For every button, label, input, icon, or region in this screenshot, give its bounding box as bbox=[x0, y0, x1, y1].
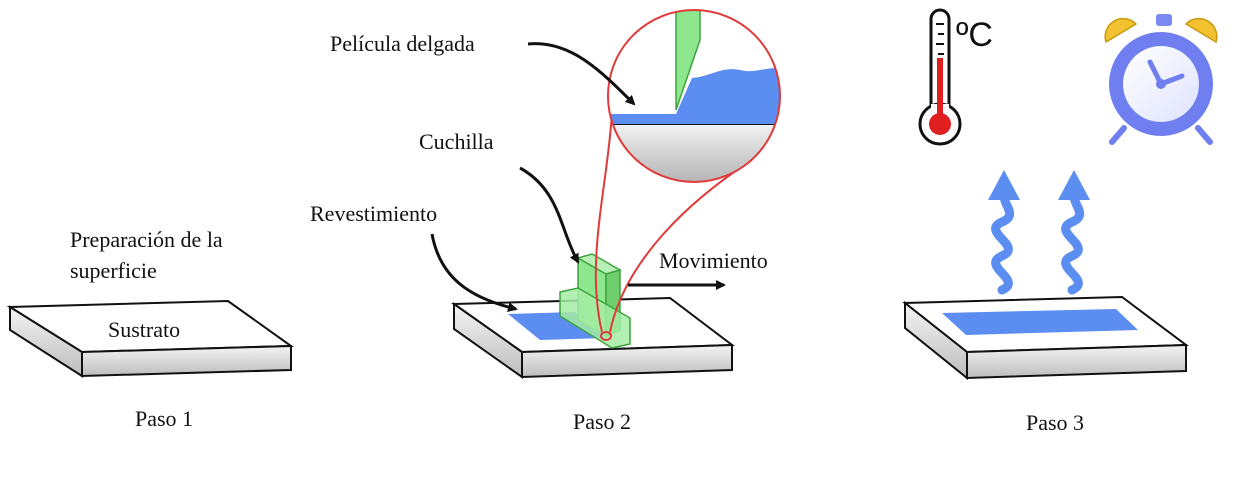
magnifier-line-left bbox=[594, 111, 613, 333]
step2-caption: Paso 2 bbox=[573, 409, 631, 434]
blade-base bbox=[559, 287, 631, 349]
magnified-blade bbox=[675, 10, 701, 111]
thin-film-label: Película delgada bbox=[330, 31, 475, 56]
blade-label: Cuchilla bbox=[419, 129, 494, 154]
magnified-coating bbox=[608, 67, 780, 124]
substrate-front-face bbox=[521, 343, 733, 379]
substrate-label: Sustrato bbox=[108, 317, 180, 342]
coating-label: Revestimiento bbox=[310, 201, 437, 226]
magnifier-line-right bbox=[609, 159, 753, 333]
substrate-block-3 bbox=[902, 295, 1189, 381]
substrate-block-1 bbox=[6, 299, 295, 378]
magnified-substrate bbox=[608, 124, 780, 182]
step2-group: Película delgada Cuchilla Revestimiento … bbox=[310, 9, 781, 434]
thermometer-icon bbox=[918, 8, 962, 146]
step3-group: ºC Paso 3 bbox=[902, 8, 1218, 435]
blade-arrow bbox=[519, 166, 580, 264]
step1-caption: Paso 1 bbox=[135, 406, 193, 431]
magnifier-focus-ring bbox=[600, 331, 612, 341]
temperature-unit-label: ºC bbox=[956, 16, 993, 54]
substrate-front-face bbox=[81, 344, 292, 378]
thin-film-arrow bbox=[527, 42, 636, 106]
dried-coating-layer bbox=[942, 309, 1138, 335]
step1-group: Preparación de la superficie Sustrato Pa… bbox=[6, 227, 295, 431]
blade bbox=[559, 253, 631, 349]
substrate-block-2 bbox=[450, 296, 735, 379]
magnifier-circle bbox=[607, 9, 781, 183]
alarm-clock-icon bbox=[1104, 14, 1218, 145]
coating-arrow bbox=[430, 233, 518, 312]
movement-label: Movimiento bbox=[659, 248, 768, 273]
substrate-front-face bbox=[966, 343, 1187, 380]
step1-label-line1: Preparación de la bbox=[70, 227, 223, 252]
heat-arrow-icon bbox=[1058, 170, 1090, 295]
step3-caption: Paso 3 bbox=[1026, 410, 1084, 435]
heat-arrow-icon bbox=[988, 170, 1020, 295]
step1-label-line2: superficie bbox=[70, 258, 157, 283]
